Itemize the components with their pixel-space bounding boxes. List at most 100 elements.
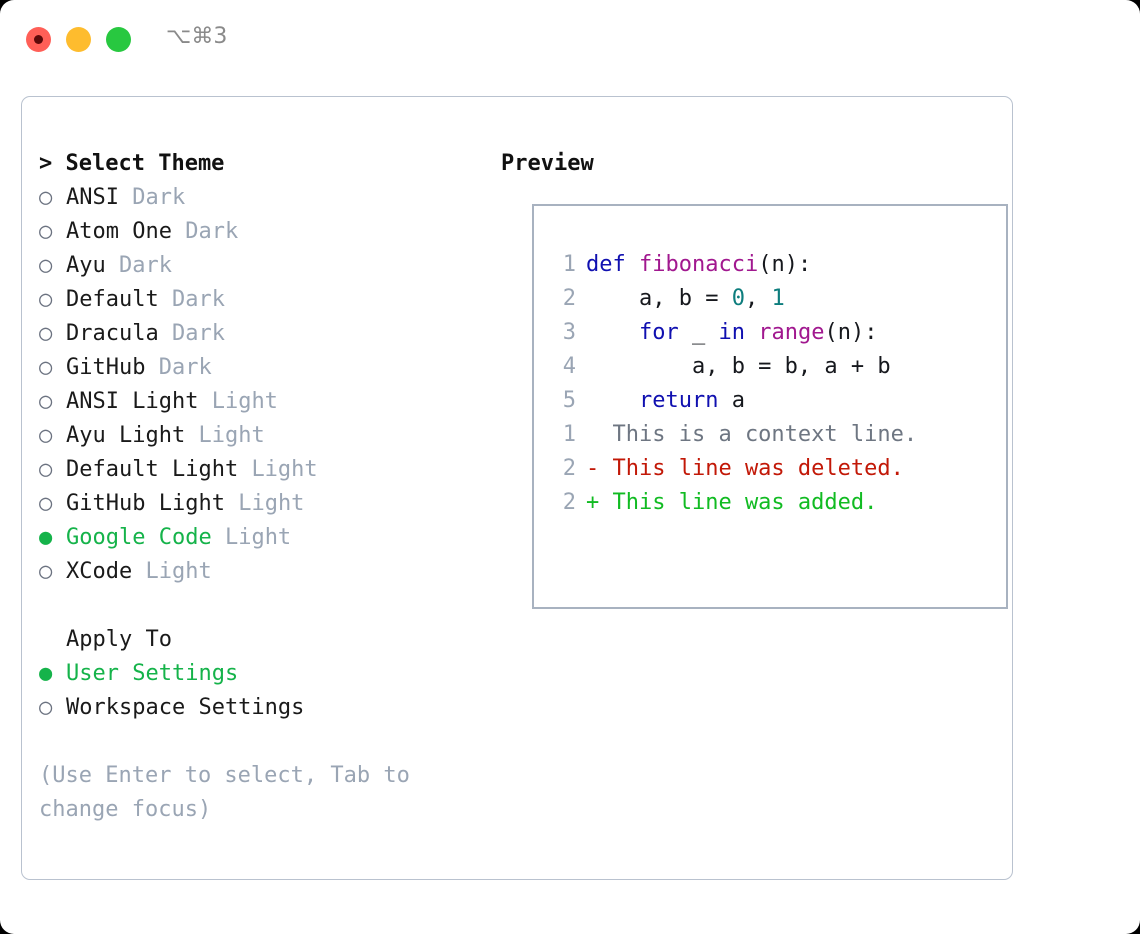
theme-option-github-light[interactable]: ○GitHub Light Light	[39, 487, 489, 521]
code-line: 2 a, b = 0, 1	[554, 282, 891, 316]
theme-option-label: GitHub	[66, 355, 146, 380]
theme-option-default[interactable]: ○ Default Dark	[39, 283, 489, 317]
code-token-txt	[586, 320, 639, 345]
diff-line-text: This is a context line.	[586, 422, 918, 447]
theme-option-ansi[interactable]: ○ANSI Dark	[39, 181, 489, 215]
apply-to-option-workspace-settings[interactable]: ○ Workspace Settings	[39, 691, 489, 725]
theme-option-category: Dark	[119, 253, 172, 278]
code-token-txt: _	[678, 320, 719, 345]
radio-unselected-icon: ○	[39, 253, 53, 278]
radio-unselected-icon: ○	[39, 287, 53, 312]
radio-unselected-icon: ○	[39, 457, 53, 482]
diff-sample: 1 This is a context line. 2 - This line wa…	[554, 418, 917, 520]
code-line-number: 3	[562, 320, 576, 345]
theme-option-ansi-light[interactable]: ○ ANSI Light Light	[39, 385, 489, 419]
theme-option-category: Light	[198, 423, 265, 448]
keyboard-hint-text: (Use Enter to select, Tab to change focu…	[39, 763, 424, 822]
theme-option-label: Dracula	[66, 321, 159, 346]
diff-line-del: 2 - This line was deleted.	[554, 452, 917, 486]
code-line: 1 def fibonacci(n):	[554, 248, 891, 282]
theme-option-category: Dark	[185, 219, 239, 244]
theme-option-label: Default Light	[66, 457, 239, 482]
theme-option-category: Light	[145, 559, 212, 584]
code-token-txt	[586, 388, 639, 413]
code-line-number: 1	[562, 252, 576, 277]
theme-option-default-light[interactable]: ○ Default Light Light	[39, 453, 489, 487]
code-token-txt: a, b =	[586, 286, 732, 311]
code-line: 4 a, b = b, a + b	[554, 350, 891, 384]
theme-option-github[interactable]: ○GitHub Dark	[39, 351, 489, 385]
theme-option-label: GitHub Light	[66, 491, 225, 516]
theme-option-label: Google Code	[66, 525, 212, 550]
radio-unselected-icon: ○	[39, 389, 53, 414]
theme-option-dracula[interactable]: ○Dracula Dark	[39, 317, 489, 351]
radio-unselected-icon: ○	[39, 185, 53, 210]
close-icon	[34, 35, 43, 44]
apply-to-heading: Apply To	[66, 627, 172, 652]
minimize-window-button[interactable]	[66, 27, 91, 52]
theme-option-category: Dark	[171, 287, 225, 312]
code-token-kw: def	[586, 252, 626, 277]
apply-to-option-label: Workspace Settings	[66, 695, 305, 720]
theme-option-category: Light	[211, 389, 278, 414]
theme-selector-column: > Select Theme ○ANSI Dark○Atom One Dark○…	[39, 147, 489, 827]
theme-list: ○ANSI Dark○Atom One Dark○Ayu Dark○Defaul…	[39, 181, 489, 589]
preview-heading: Preview	[501, 151, 594, 176]
code-line: 3 for _ in range(n):	[554, 316, 891, 350]
theme-option-ayu[interactable]: ○Ayu Dark	[39, 249, 489, 283]
code-token-num: 0	[731, 286, 745, 311]
code-token-txt: ,	[744, 286, 772, 311]
radio-unselected-icon: ○	[39, 491, 53, 516]
radio-unselected-icon: ○	[39, 695, 53, 720]
terminal-panel: > Select Theme ○ANSI Dark○Atom One Dark○…	[21, 96, 1013, 880]
theme-option-google-code[interactable]: ● Google Code Light	[39, 521, 489, 555]
diff-line-text: - This line was deleted.	[586, 456, 904, 481]
theme-option-ayu-light[interactable]: ○ Ayu Light Light	[39, 419, 489, 453]
code-line-number: 2	[562, 286, 576, 311]
code-token-txt: (n):	[824, 320, 878, 345]
theme-option-label: Ayu Light	[66, 423, 186, 448]
apply-to-option-user-settings[interactable]: ●User Settings	[39, 657, 489, 691]
diff-line-add: 2 + This line was added.	[554, 486, 917, 520]
code-token-fn: fibonacci	[639, 252, 759, 277]
code-token-kw: return	[638, 388, 719, 413]
code-line: 5 return a	[554, 384, 891, 418]
radio-selected-icon: ●	[39, 525, 53, 550]
theme-option-label: Atom One	[66, 219, 172, 244]
radio-unselected-icon: ○	[39, 559, 53, 584]
code-line-number: 4	[562, 354, 576, 379]
title-bar: ⌥⌘3	[0, 0, 1140, 78]
theme-option-category: Light	[251, 457, 318, 482]
diff-line-number: 2	[562, 490, 576, 515]
code-token-kw: for	[638, 320, 679, 345]
code-token-txt	[745, 320, 758, 345]
code-line-number: 5	[562, 388, 576, 413]
maximize-window-button[interactable]	[106, 27, 131, 52]
radio-unselected-icon: ○	[39, 355, 53, 380]
list-spacer	[39, 589, 489, 623]
radio-unselected-icon: ○	[39, 423, 53, 448]
code-token-num: 1	[771, 286, 785, 311]
theme-option-label: Default	[66, 287, 159, 312]
diff-line-text: + This line was added.	[586, 490, 878, 515]
code-token-txt	[626, 252, 639, 277]
theme-option-category: Light	[224, 525, 292, 550]
keyboard-shortcut-label: ⌥⌘3	[166, 24, 228, 49]
theme-option-atom-one[interactable]: ○ Atom One Dark	[39, 215, 489, 249]
code-token-txt: a, b = b, a + b	[586, 354, 891, 379]
diff-line-context: 1 This is a context line.	[554, 418, 917, 452]
theme-option-label: ANSI	[66, 185, 119, 210]
code-token-txt: (n):	[758, 252, 812, 277]
apply-to-option-label: User Settings	[66, 661, 239, 686]
theme-option-xcode[interactable]: ○ XCode Light	[39, 555, 489, 589]
radio-unselected-icon: ○	[39, 219, 53, 244]
theme-option-label: XCode	[66, 559, 133, 584]
diff-line-number: 2	[562, 456, 576, 481]
code-token-fn: range	[758, 320, 825, 345]
theme-option-category: Dark	[171, 321, 225, 346]
theme-option-label: ANSI Light	[66, 389, 199, 414]
